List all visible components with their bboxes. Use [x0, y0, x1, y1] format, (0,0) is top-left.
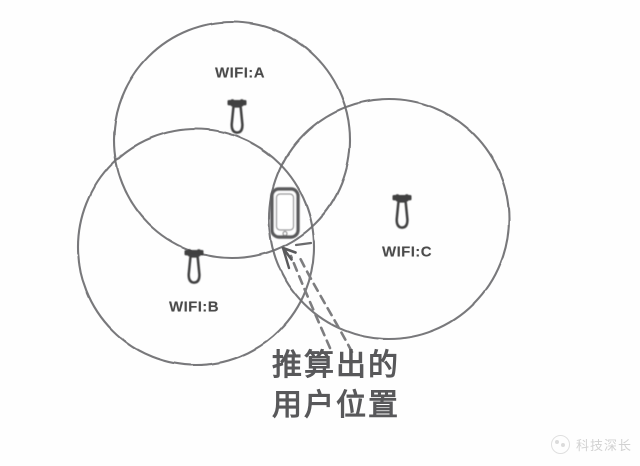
watermark: 科技深长 [550, 435, 632, 454]
user-phone-icon [270, 187, 300, 239]
coverage-circle-wifi-c [267, 97, 511, 341]
router-icon-wifi-b [184, 249, 204, 284]
coverage-circle-wifi-b [76, 127, 316, 367]
watermark-logo-icon [550, 435, 570, 454]
watermark-text: 科技深长 [575, 439, 632, 454]
leader-arrow [281, 241, 354, 354]
router-icon-wifi-c [392, 194, 412, 229]
router-icon-wifi-a [227, 99, 247, 134]
coverage-circle-wifi-a [112, 20, 352, 260]
